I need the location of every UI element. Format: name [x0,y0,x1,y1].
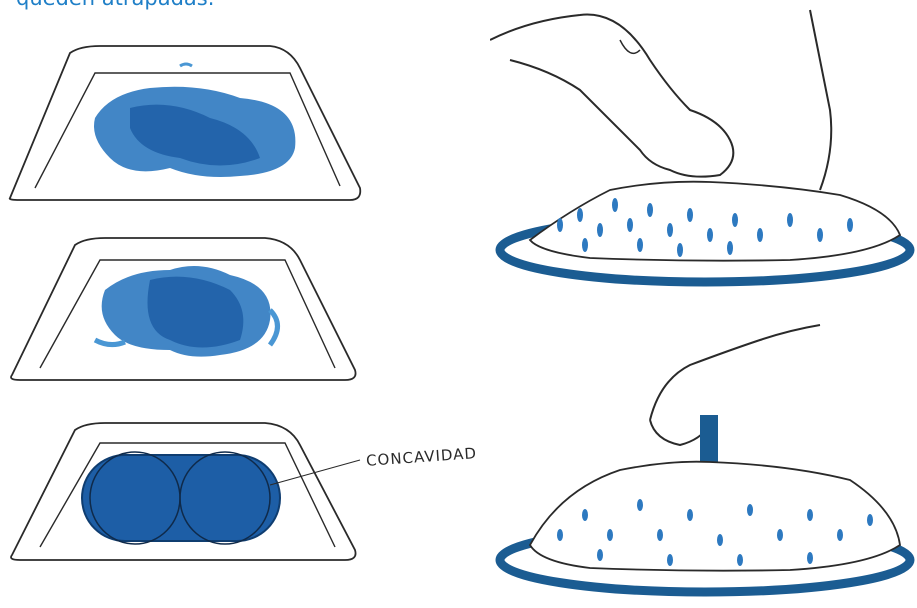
concavidad-label: CONCAVIDAD [366,444,478,470]
caption-text: queden atrapadas. [0,0,460,16]
tray-sketch-2 [0,230,380,390]
lid-hand-sketch-top [490,0,917,300]
lid-hand-sketch-bottom [490,320,917,608]
tray-sketch-3 [0,415,380,575]
tray-sketch-1 [0,38,380,213]
